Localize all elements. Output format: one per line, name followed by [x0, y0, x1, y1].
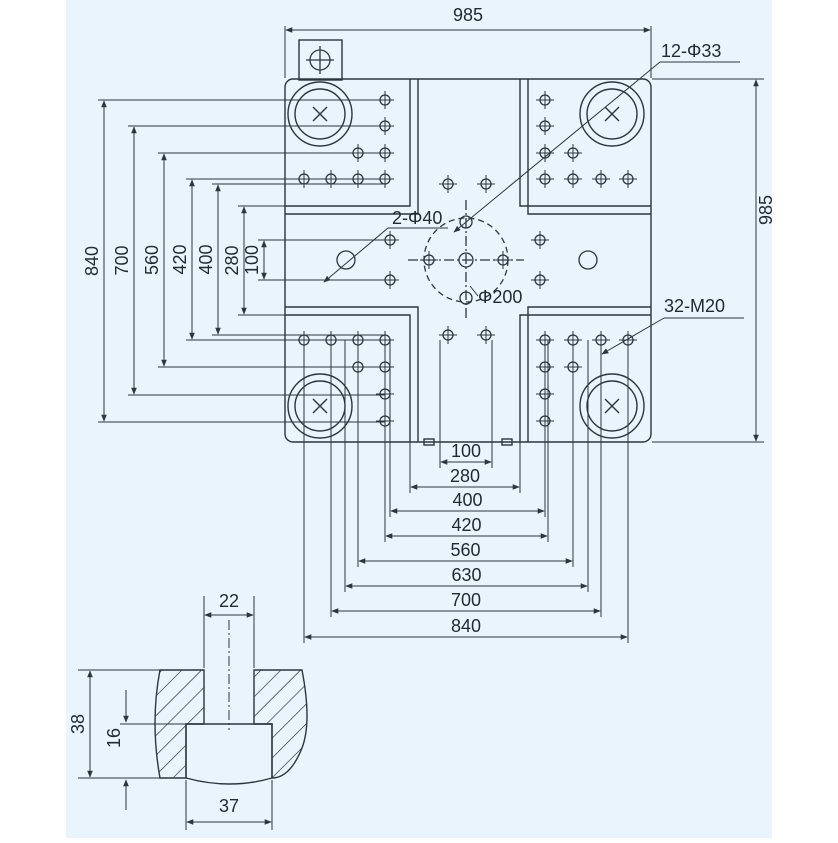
vertical-dimension-label: 100: [242, 245, 262, 275]
tie-bar-hole-bottom-right: [579, 373, 645, 439]
tapped-hole: [439, 326, 457, 344]
vertical-dimension: 560: [142, 152, 385, 368]
horizontal-dimension: 100: [439, 340, 493, 468]
vertical-dimension-label: 700: [112, 245, 132, 275]
horizontal-dimension-label: 560: [450, 540, 480, 560]
overall-width-label: 985: [453, 5, 483, 25]
leaders: [323, 61, 744, 355]
t-slot-top-width-label: 22: [219, 591, 239, 611]
t-slot-height-label: 38: [68, 714, 88, 734]
t-slot-dimensions: [78, 596, 273, 830]
horizontal-dimension-label: 400: [452, 490, 482, 510]
vertical-dimension: 840: [82, 99, 385, 423]
locating-hole: [578, 250, 598, 270]
horizontal-dimension-label: 280: [450, 466, 480, 486]
tapped-hole: [619, 170, 637, 188]
tapped-hole: [477, 326, 495, 344]
t-slot-neck-label: 16: [104, 728, 124, 748]
locating-hole: [459, 291, 473, 305]
vertical-dimension: 700: [112, 125, 385, 396]
tapped-hole-callout: 32-M20: [664, 296, 725, 316]
horizontal-dimension-label: 700: [451, 590, 481, 610]
horizontal-dimension: 840: [303, 340, 629, 643]
overall-height-label: 985: [756, 195, 776, 225]
horizontal-dimension: 560: [357, 340, 574, 567]
vertical-dimension: 400: [196, 183, 385, 336]
vertical-dimension-label: 420: [170, 244, 190, 274]
horizontal-dimension-label: 840: [451, 616, 481, 636]
horizontal-dimension: 630: [344, 340, 589, 592]
locating-hole-callout: 2-Φ40: [392, 208, 442, 228]
tie-bar-hole-callout: 12-Φ33: [661, 41, 721, 61]
tapped-hole: [531, 271, 549, 289]
tapped-hole: [536, 91, 554, 109]
tapped-hole: [477, 175, 495, 193]
tapped-hole: [592, 170, 610, 188]
horizontal-dimension: 700: [330, 340, 602, 617]
tapped-hole: [439, 175, 457, 193]
tapped-hole: [536, 117, 554, 135]
tapped-hole: [564, 144, 582, 162]
vertical-dimension: 280: [222, 205, 385, 316]
horizontal-dimension-label: 420: [451, 515, 481, 535]
tie-bar-holes: [287, 81, 645, 439]
tapped-hole: [531, 231, 549, 249]
locating-hole: [459, 215, 473, 229]
tapped-hole: [564, 170, 582, 188]
vertical-dimension-label: 280: [222, 245, 242, 275]
vertical-dimension: 420: [170, 178, 385, 341]
vertical-dimension-label: 400: [196, 244, 216, 274]
center-hole-callout: Φ200: [478, 287, 522, 307]
vertical-dimension-label: 840: [82, 246, 102, 276]
tapped-hole: [494, 251, 512, 269]
vertical-dimension-label: 560: [142, 245, 162, 275]
locating-hole: [336, 250, 356, 270]
horizontal-dimension: 420: [384, 340, 549, 542]
tie-bar-hole-top-left: [287, 81, 353, 147]
horizontal-dimension: 400: [389, 340, 546, 517]
locating-hole: [458, 252, 474, 268]
tapped-hole: [420, 251, 438, 269]
horizontal-dimension-label: 630: [451, 565, 481, 585]
horizontal-dimension: 280: [409, 340, 521, 493]
lifting-eye-symbol: [306, 46, 334, 74]
horizontal-dimensions: 100 280 400 420 560 630 700 840: [303, 340, 629, 643]
vertical-dimension: 100: [242, 239, 385, 281]
tie-bar-hole-top-right: [579, 81, 645, 147]
t-slot-bottom-width-label: 37: [219, 796, 239, 816]
tapped-hole: [536, 170, 554, 188]
horizontal-dimension-label: 100: [451, 441, 481, 461]
